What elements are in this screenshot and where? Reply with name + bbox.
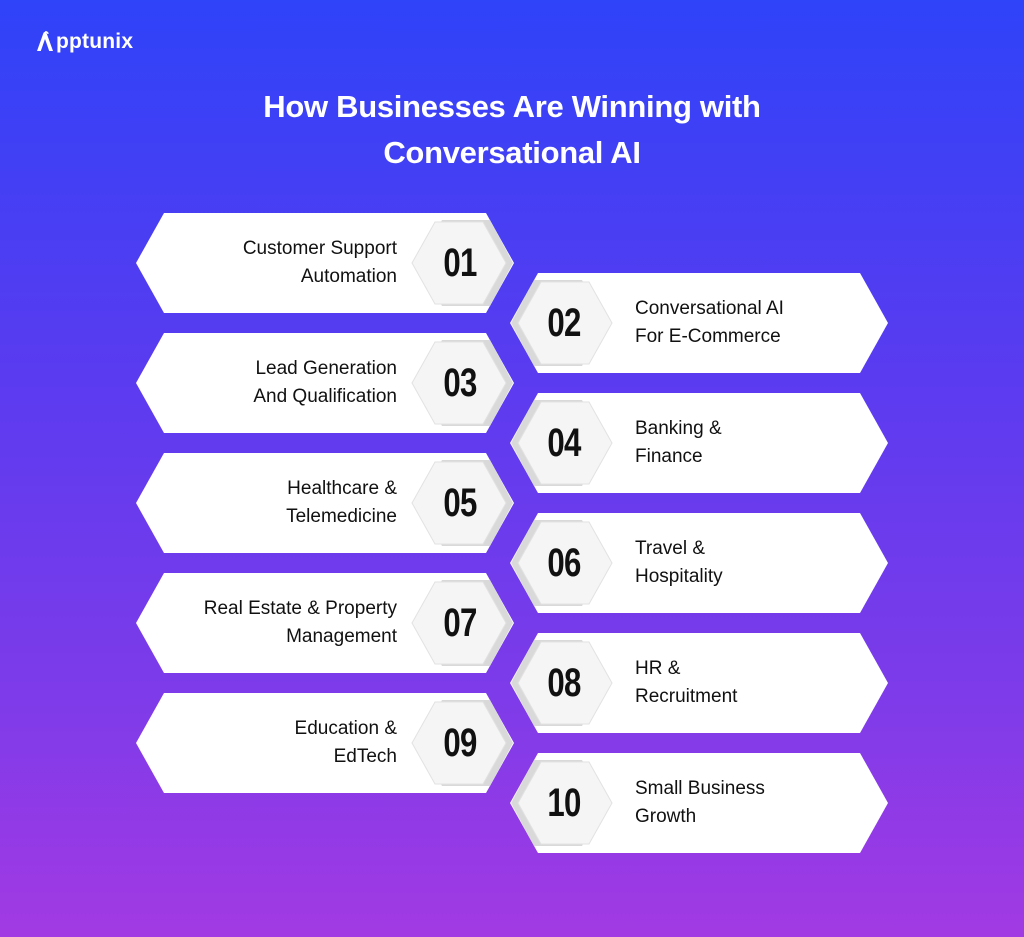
item-label-line-1: Conversational AI	[635, 298, 784, 319]
title-line-1: How Businesses Are Winning with	[263, 89, 761, 124]
item-label-line-1: Travel &	[635, 538, 706, 559]
item-number: 02	[547, 300, 581, 345]
use-case-item-01: 01 Customer Support Automation	[135, 212, 515, 314]
item-number: 10	[547, 780, 581, 825]
item-label-line-1: Education &	[294, 718, 397, 739]
use-case-item-09: 09 Education & EdTech	[135, 692, 515, 794]
hexagon-card	[136, 573, 514, 673]
use-case-item-10: 10 Small Business Growth	[509, 752, 889, 854]
hexagon-card	[136, 333, 514, 433]
item-number: 06	[547, 540, 581, 585]
item-number: 05	[443, 480, 477, 525]
item-number: 09	[443, 720, 477, 765]
item-label-line-2: Telemedicine	[286, 506, 397, 527]
item-label-line-1: Real Estate & Property	[203, 598, 397, 619]
item-number: 07	[443, 600, 477, 645]
page-title: How Businesses Are Winning with Conversa…	[0, 84, 1024, 176]
item-label-line-2: Hospitality	[635, 566, 723, 587]
item-label-line-2: For E-Commerce	[635, 326, 781, 347]
apptunix-logo-icon	[37, 31, 53, 51]
hexagon-card	[136, 453, 514, 553]
use-case-item-02: 02 Conversational AI For E-Commerce	[509, 272, 889, 374]
item-label-line-1: HR &	[635, 658, 681, 679]
item-label-line-1: Lead Generation	[255, 358, 397, 379]
hexagon-card	[510, 633, 888, 733]
hexagon-card	[136, 693, 514, 793]
item-label: Banking & Finance	[635, 392, 722, 494]
item-label: Customer Support Automation	[243, 212, 397, 314]
use-case-item-05: 05 Healthcare & Telemedicine	[135, 452, 515, 554]
item-label-line-2: Growth	[635, 806, 697, 827]
item-label-line-1: Customer Support	[242, 238, 397, 259]
title-line-2: Conversational AI	[383, 135, 641, 170]
use-case-item-07: 07 Real Estate & Property Management	[135, 572, 515, 674]
item-label-line-2: Finance	[635, 446, 703, 467]
item-label-line-2: Automation	[300, 266, 397, 287]
item-number: 08	[547, 660, 581, 705]
hexagon-card	[136, 213, 514, 313]
hexagon-card	[510, 273, 888, 373]
item-label-line-1: Banking &	[635, 418, 722, 439]
use-case-item-03: 03 Lead Generation And Qualification	[135, 332, 515, 434]
item-number: 03	[443, 360, 477, 405]
hexagon-card	[510, 393, 888, 493]
item-label: Travel & Hospitality	[635, 512, 723, 614]
use-case-item-04: 04 Banking & Finance	[509, 392, 889, 494]
hexagon-card	[510, 753, 888, 853]
item-label-line-2: And Qualification	[253, 386, 397, 407]
item-label: Education & EdTech	[295, 692, 397, 794]
item-label-line-2: Management	[286, 626, 397, 647]
item-label: Lead Generation And Qualification	[253, 332, 397, 434]
item-label-line-1: Healthcare &	[287, 478, 397, 499]
use-case-item-08: 08 HR & Recruitment	[509, 632, 889, 734]
use-case-item-06: 06 Travel & Hospitality	[509, 512, 889, 614]
item-label-line-2: EdTech	[333, 746, 397, 767]
item-label: Real Estate & Property Management	[204, 572, 397, 674]
brand-name: pptunix	[56, 30, 134, 53]
item-label: HR & Recruitment	[635, 632, 737, 734]
item-label-line-2: Recruitment	[635, 686, 738, 707]
item-label: Conversational AI For E-Commerce	[635, 272, 784, 374]
brand-logo: pptunix	[36, 30, 133, 54]
hexagon-card	[510, 513, 888, 613]
item-label: Small Business Growth	[635, 752, 765, 854]
item-number: 01	[443, 240, 477, 285]
item-number: 04	[547, 420, 581, 465]
item-label-line-1: Small Business	[635, 778, 765, 799]
item-label: Healthcare & Telemedicine	[286, 452, 397, 554]
